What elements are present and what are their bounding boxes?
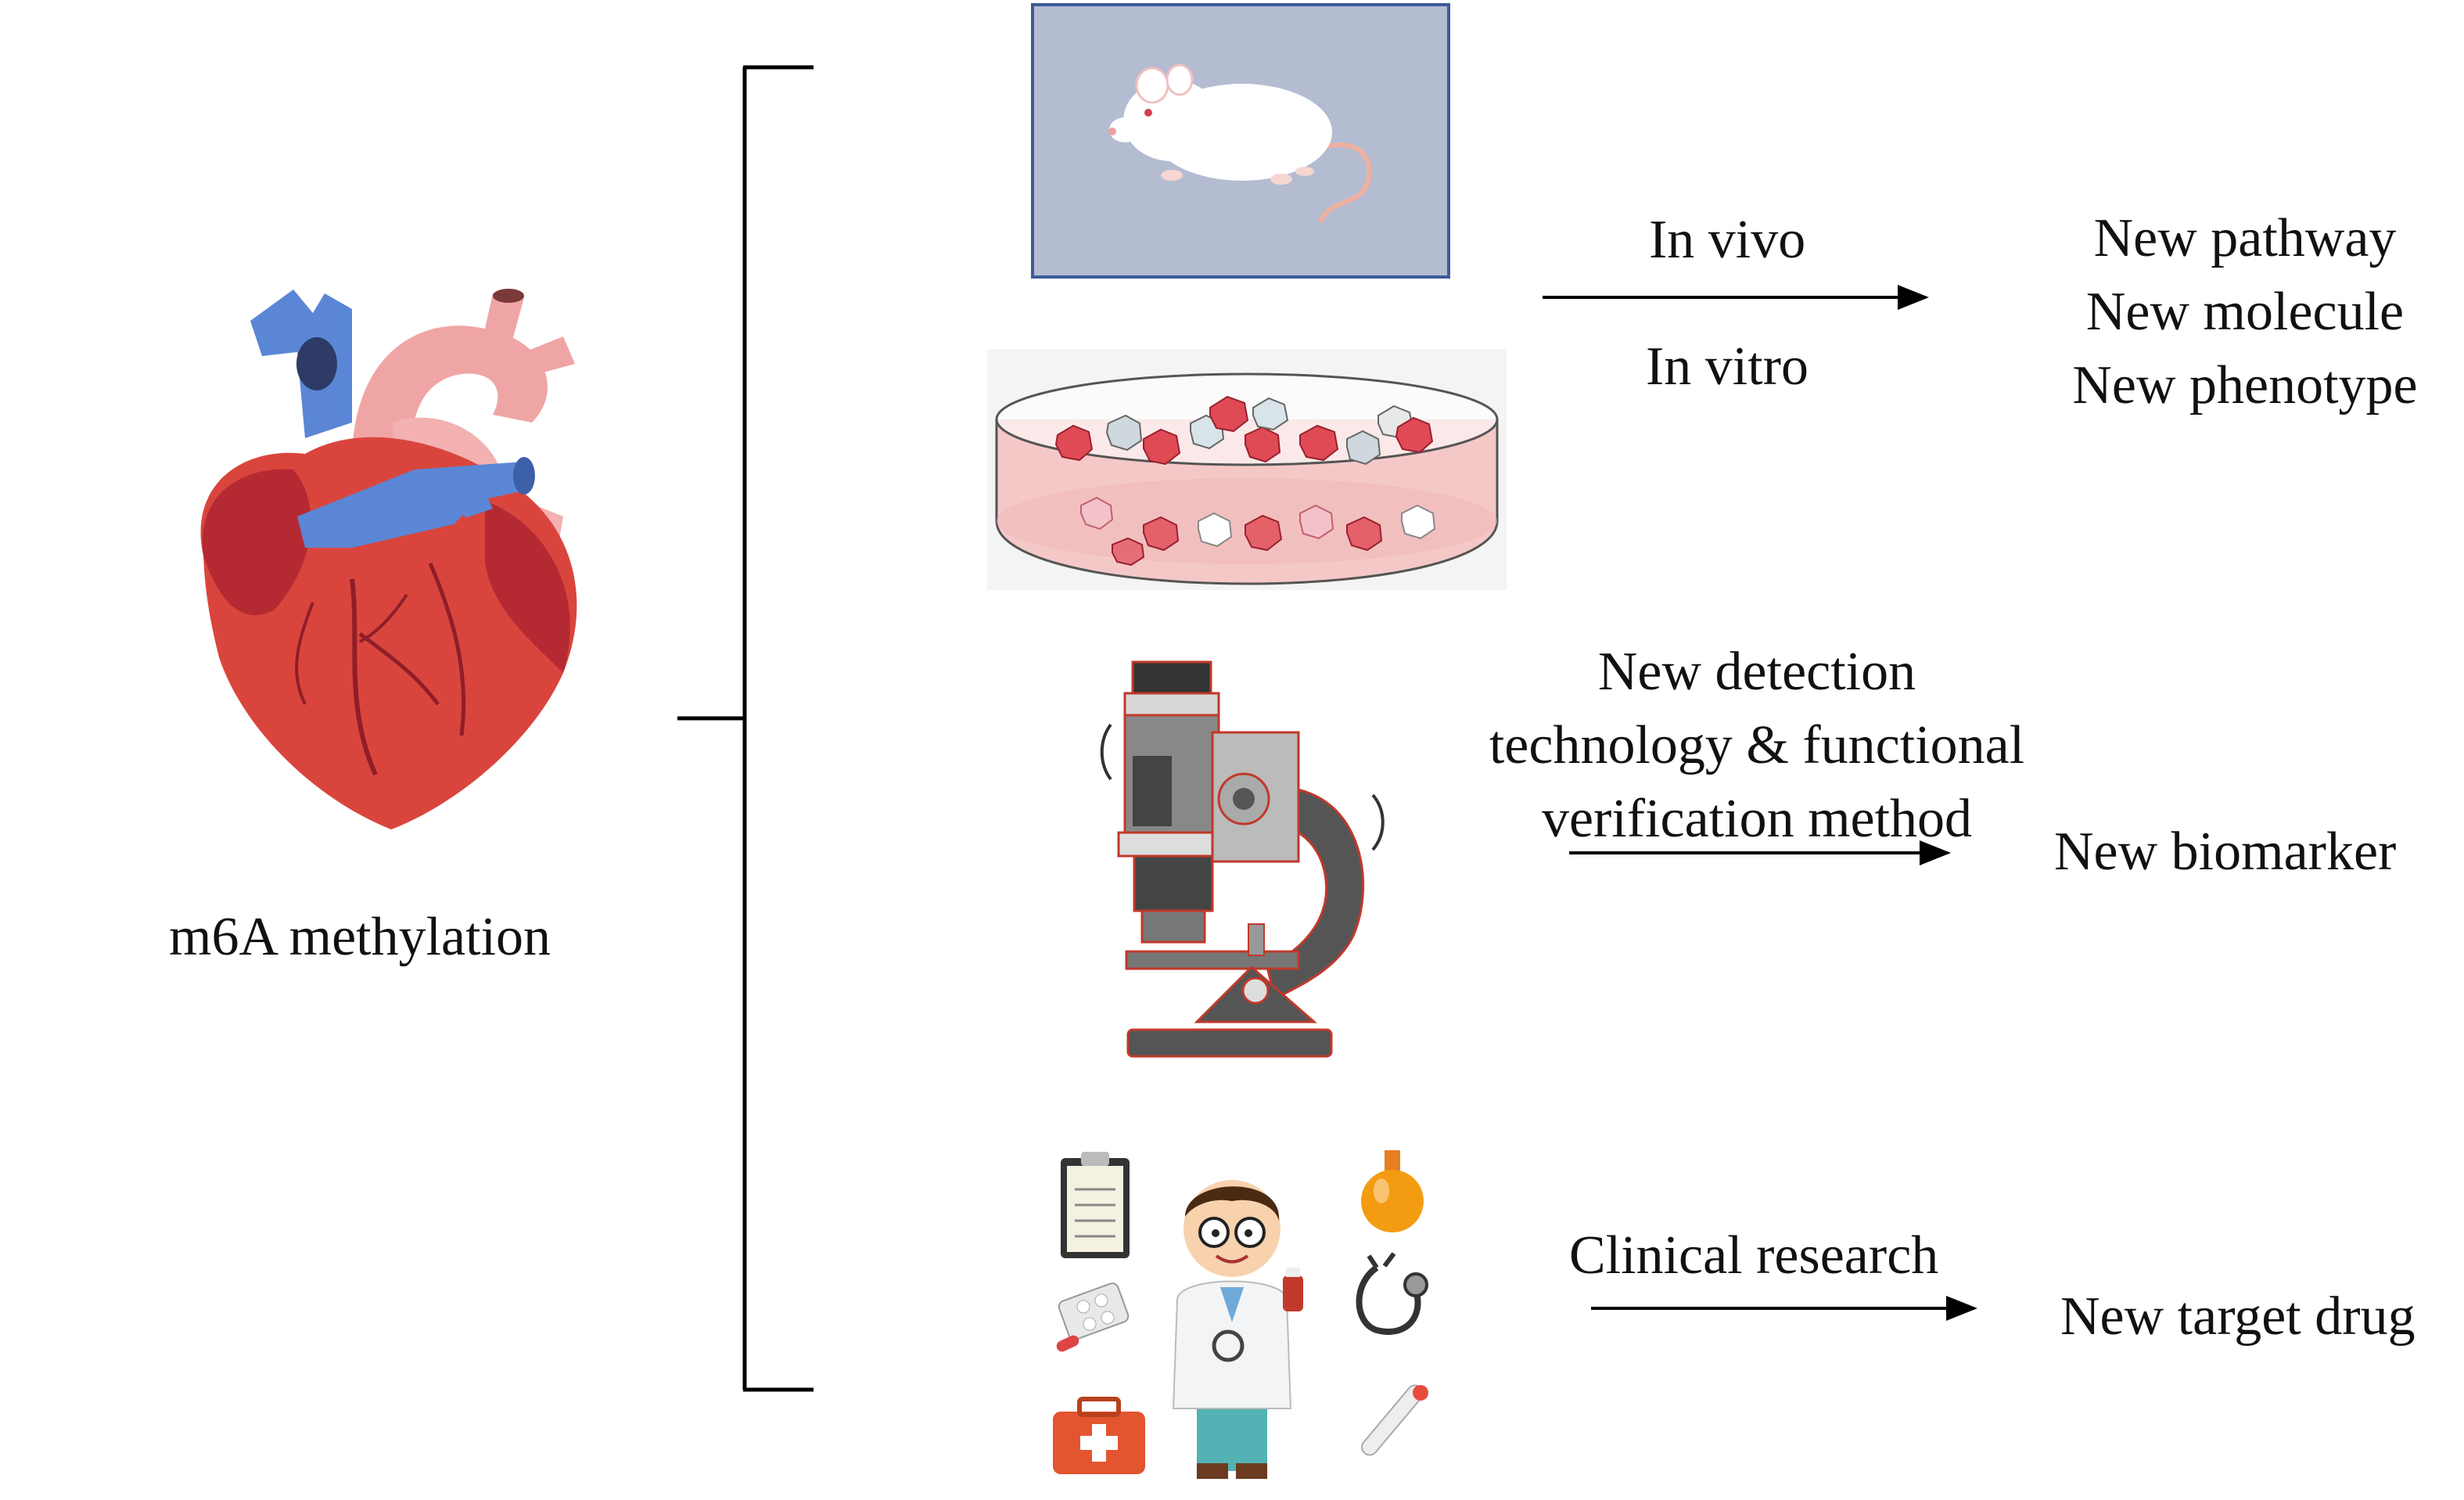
first-aid-kit-icon xyxy=(1053,1397,1145,1474)
outcome-new-biomarker: New biomarker xyxy=(2054,822,2397,882)
doctor-figure xyxy=(1172,1180,1303,1479)
method-detection: New detection technology & functional ve… xyxy=(1431,635,2082,856)
outcomes-models: New pathway New molecule New phenotype xyxy=(2026,202,2464,423)
stethoscope-icon xyxy=(1356,1252,1428,1335)
method-label-in-vivo: In vivo xyxy=(1649,210,1806,270)
outcome-new-target-drug: New target drug xyxy=(2060,1286,2416,1347)
outcome-new-phenotype: New phenotype xyxy=(2072,355,2418,415)
outcome-new-pathway: New pathway xyxy=(2093,208,2397,268)
method-label-clinical-research: Clinical research xyxy=(1569,1225,1939,1286)
method-detection-line-3: verification method xyxy=(1541,789,1973,849)
flask-icon xyxy=(1361,1150,1424,1232)
method-detection-line-1: New detection xyxy=(1597,642,1916,702)
doctor-icon xyxy=(1053,1150,1428,1479)
heart-icon xyxy=(200,289,577,829)
mouse-icon xyxy=(1031,3,1450,279)
bracket xyxy=(742,65,814,1392)
petri-dish-icon xyxy=(987,349,1507,590)
microscope-icon xyxy=(1100,660,1385,1058)
cell-cluster xyxy=(1054,395,1436,567)
pills-icon xyxy=(1056,1282,1130,1352)
outcome-new-molecule: New molecule xyxy=(2085,282,2405,342)
method-detection-line-2: technology & functional xyxy=(1489,715,2025,775)
method-label-in-vitro: In vitro xyxy=(1646,336,1809,397)
source-label: m6A methylation xyxy=(169,907,551,967)
clipboard-icon xyxy=(1061,1152,1130,1258)
thermometer-icon xyxy=(1361,1384,1428,1456)
